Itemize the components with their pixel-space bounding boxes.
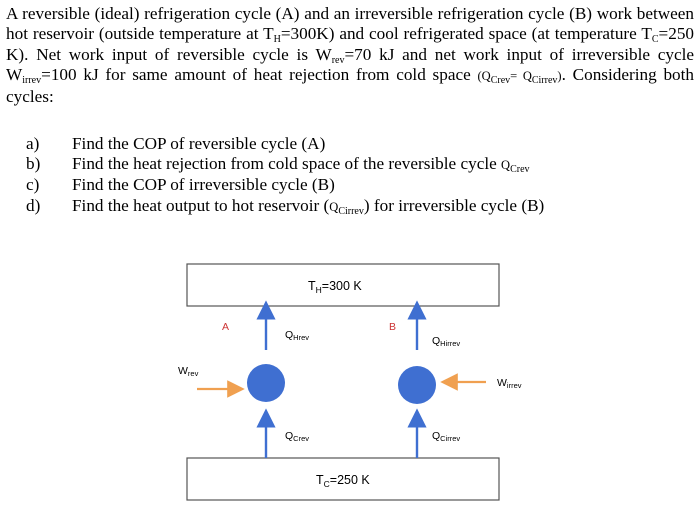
problem-text-4: =70 kJ and net work input of irreversibl… bbox=[6, 44, 694, 85]
question-label: b) bbox=[26, 154, 41, 174]
question-text-main: Find the heat output to hot reservoir ( bbox=[72, 195, 330, 215]
question-label: c) bbox=[26, 175, 40, 195]
question-text: Find the COP of reversible cycle (A) bbox=[72, 134, 694, 154]
question-symbol-sub: Cirrev bbox=[338, 205, 364, 217]
q-crev-label: QCrev bbox=[285, 430, 309, 443]
question-text-tail: ) for irreversible cycle (B) bbox=[363, 195, 545, 215]
question-symbol: Q bbox=[329, 199, 339, 214]
problem-paragraph: A reversible (ideal) refrigeration cycle… bbox=[6, 4, 694, 107]
tc-subscript: C bbox=[651, 34, 659, 46]
wrev-subscript: rev bbox=[331, 54, 345, 66]
question-item: c) Find the COP of irreversible cycle (B… bbox=[6, 175, 694, 195]
question-item: a) Find the COP of reversible cycle (A) bbox=[6, 134, 694, 154]
question-text-main: Find the heat rejection from cold space … bbox=[72, 154, 502, 174]
question-symbol-sub: Crev bbox=[510, 164, 530, 176]
th-subscript: H bbox=[273, 34, 281, 46]
cycle-b-circle bbox=[398, 366, 436, 404]
problem-text-3: =250 K). Net work input of reversible cy… bbox=[6, 24, 695, 64]
problem-text-1: A reversible (ideal) refrigeration cycle… bbox=[6, 4, 694, 44]
q-hirrev-label: QHirrev bbox=[432, 335, 460, 348]
problem-text-2: =300K) and cool refrigerated space (at t… bbox=[280, 24, 652, 44]
question-text: Find the heat rejection from cold space … bbox=[72, 154, 694, 175]
cold-reservoir-box bbox=[186, 457, 500, 501]
paren-eq: = bbox=[510, 69, 518, 84]
paren-open: (Q bbox=[477, 69, 491, 84]
question-text: Find the COP of irreversible cycle (B) bbox=[72, 175, 694, 195]
problem-statement: A reversible (ideal) refrigeration cycle… bbox=[6, 4, 694, 107]
question-item: b) Find the heat rejection from cold spa… bbox=[6, 154, 694, 175]
question-item: d) Find the heat output to hot reservoir… bbox=[6, 196, 694, 217]
problem-text-5: =100 kJ for same amount of heat rejectio… bbox=[41, 65, 478, 85]
w-rev-label: Wrev bbox=[178, 365, 199, 378]
q-cirrev-label: QCirrev bbox=[432, 430, 460, 443]
question-label: d) bbox=[26, 195, 41, 215]
hot-reservoir-box bbox=[186, 263, 500, 307]
question-text: Find the heat output to hot reservoir (Q… bbox=[72, 196, 694, 217]
wirrev-subscript: irrev bbox=[22, 75, 42, 87]
hot-reservoir-label: TH=300 K bbox=[308, 279, 362, 295]
question-text-main: Find the COP of reversible cycle (A) bbox=[72, 134, 326, 153]
w-irrev-label: Wirrev bbox=[497, 377, 522, 390]
question-text-main: Find the COP of irreversible cycle (B) bbox=[72, 175, 335, 195]
q-hrev-label: QHrev bbox=[285, 329, 309, 342]
problem-text-6: . Considering both cycles: bbox=[6, 65, 694, 106]
heat-equality-note: (QCrev= QCirrev) bbox=[477, 69, 562, 87]
paren-q2: Q bbox=[522, 69, 532, 84]
question-list: a) Find the COP of reversible cycle (A) … bbox=[6, 134, 694, 217]
question-label: a) bbox=[26, 134, 40, 153]
paren-close: ) bbox=[557, 69, 562, 84]
cycle-a-circle bbox=[247, 364, 285, 402]
qcrev-subscript: Crev bbox=[490, 75, 511, 87]
cycle-b-label: B bbox=[389, 321, 396, 333]
cycle-a-label: A bbox=[222, 321, 229, 333]
question-symbol: Q bbox=[501, 158, 511, 173]
qcirrev-subscript: Cirrev bbox=[531, 75, 558, 87]
cold-reservoir-label: TC=250 K bbox=[316, 473, 370, 489]
